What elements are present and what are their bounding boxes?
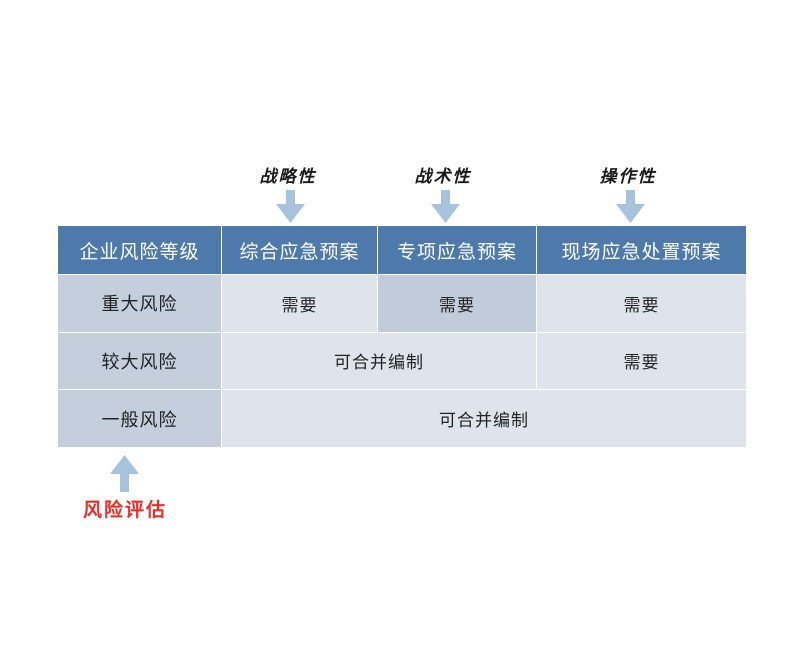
- table-header-row: 企业风险等级 综合应急预案 专项应急预案 现场应急处置预案: [57, 225, 747, 275]
- table-row: 一般风险 可合并编制: [57, 389, 747, 448]
- table-row: 重大风险 需要 需要 需要: [57, 274, 747, 333]
- row-label-large-risk: 较大风险: [57, 331, 222, 391]
- annotation-label-strategic: 战略性: [259, 167, 317, 186]
- annotation-label-operational: 操作性: [599, 167, 657, 186]
- annotation-label-risk-assessment: 风险评估: [82, 500, 167, 521]
- cell-general-merged-plan: 可合并编制: [221, 389, 747, 448]
- annotation-label-tactical: 战术性: [414, 167, 472, 186]
- emergency-plan-matrix-table: 企业风险等级 综合应急预案 专项应急预案 现场应急处置预案 重大风险 需要 需要…: [57, 225, 747, 448]
- down-arrow-icon-tactical: [429, 190, 462, 224]
- cell-major-comprehensive: 需要: [221, 274, 378, 333]
- table-header-special-plan: 专项应急预案: [377, 225, 537, 275]
- cell-major-onsite: 需要: [536, 274, 747, 333]
- table-row: 较大风险 可合并编制 需要: [57, 331, 747, 391]
- cell-large-onsite: 需要: [536, 331, 747, 391]
- down-arrow-icon-strategic: [274, 190, 307, 224]
- row-label-general-risk: 一般风险: [57, 389, 222, 448]
- table-header-comprehensive-plan: 综合应急预案: [221, 225, 378, 275]
- cell-major-special: 需要: [377, 274, 537, 333]
- table-header-onsite-plan: 现场应急处置预案: [536, 225, 747, 275]
- table-header-risk-level: 企业风险等级: [57, 225, 222, 275]
- down-arrow-icon-operational: [614, 190, 647, 224]
- up-arrow-icon-risk-assessment: [108, 455, 141, 493]
- row-label-major-risk: 重大风险: [57, 274, 222, 333]
- cell-large-merged-plan: 可合并编制: [221, 331, 537, 391]
